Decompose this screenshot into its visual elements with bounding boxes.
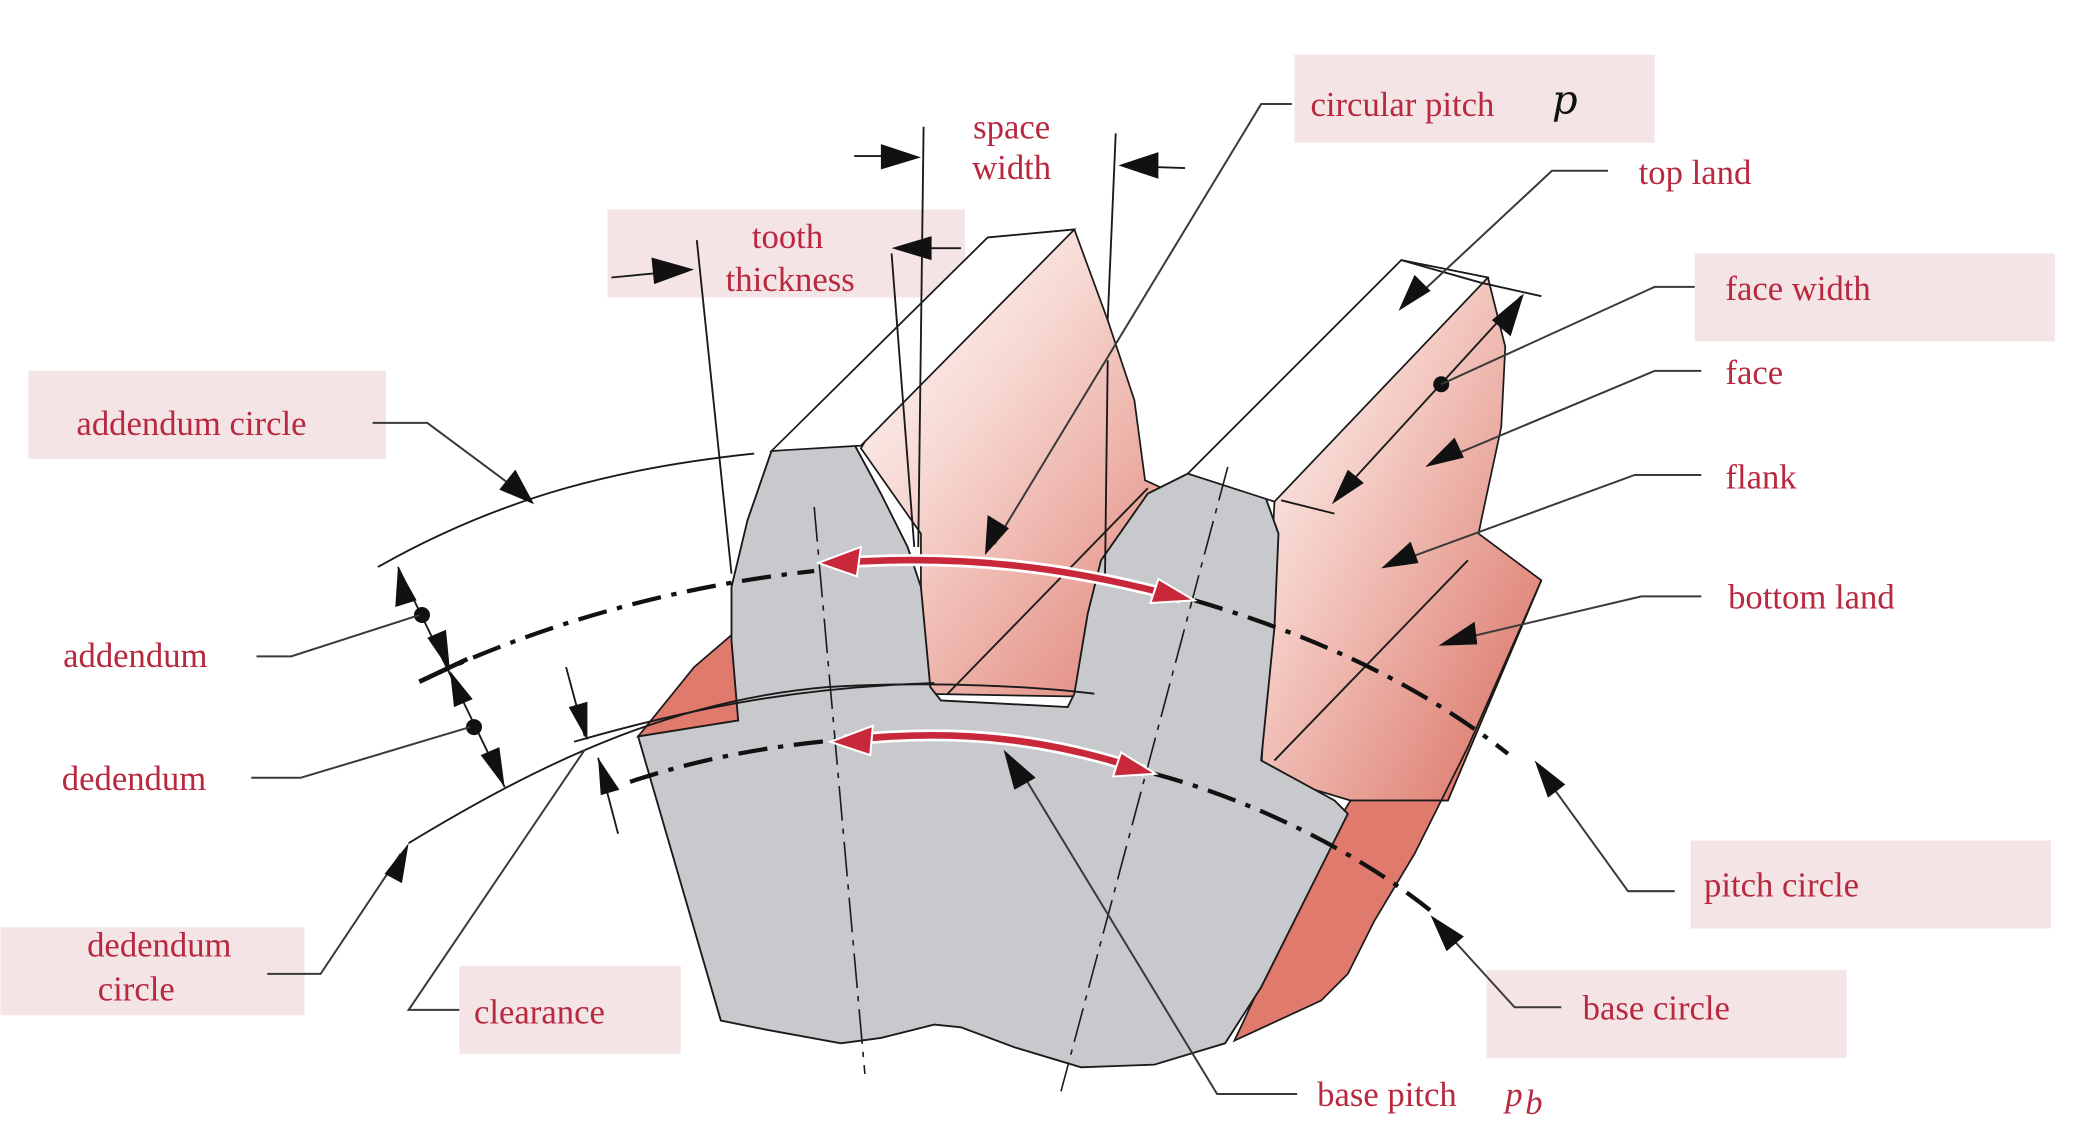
bottom-land-line-2 (1273, 559, 1469, 762)
dedendum-circle-label-box (0, 927, 305, 1016)
clearance-leader (406, 749, 586, 1011)
face-label: face (1725, 353, 1783, 392)
space-width-ext-right (1106, 133, 1117, 321)
clearance-label-box (459, 965, 681, 1054)
arrowhead (1118, 152, 1159, 179)
arrowhead (1430, 915, 1464, 952)
base-circle-left (629, 738, 835, 784)
top-land-label: top land (1639, 153, 1752, 192)
flank-line (1104, 360, 1109, 574)
addendum-circle-leader (372, 421, 532, 502)
top-land-1 (769, 228, 1077, 452)
dedendum-circle-label-line2: circle (98, 970, 175, 1009)
arrowhead (480, 747, 505, 788)
arrowhead (984, 514, 1009, 555)
dedendum-leader (251, 726, 471, 779)
dedendum-circle-arc (408, 683, 1095, 844)
arrowhead (1381, 541, 1419, 569)
pitch-circle-left (421, 568, 815, 683)
base-pitch-subscript: b (1525, 1083, 1542, 1122)
arrowhead (427, 629, 450, 672)
pitch-circle-label: pitch circle (1704, 866, 1859, 905)
base-pitch-arrow (844, 731, 1147, 775)
clearance-arc (573, 682, 935, 743)
base-pitch-label: base pitch (1317, 1075, 1457, 1114)
top-land-2 (1186, 259, 1490, 503)
arrowhead (449, 671, 473, 708)
face-width-ext-bottom (1280, 499, 1335, 515)
tooth-centerline-2 (1060, 466, 1229, 1092)
arrowhead (568, 701, 588, 741)
flank-leader (1394, 473, 1702, 564)
addendum-dot (413, 607, 430, 624)
circular-pitch-arrow (833, 556, 1182, 601)
circular-pitch-label-box (1294, 54, 1655, 143)
space-width-label-line1: space (973, 108, 1050, 147)
pitch-circle-label-box (1690, 840, 2051, 929)
base-circle-label-box (1486, 969, 1847, 1058)
dedendum-circle-leader (267, 853, 402, 975)
base-circle-right (1153, 771, 1436, 916)
tooth-thickness-label-box (607, 209, 965, 298)
addendum-circle-label-box (28, 370, 386, 459)
tooth-thickness-ext-left (695, 240, 733, 574)
base-pitch-symbol: p (1502, 1075, 1522, 1114)
clearance-label: clearance (474, 992, 605, 1031)
circular-pitch-leader (993, 103, 1292, 545)
tooth-thickness-label-line2: thickness (726, 260, 855, 299)
circular-pitch-symbol: p (1552, 77, 1578, 123)
arrowhead (395, 566, 417, 608)
space-width-ext-left (917, 126, 925, 547)
base-pitch-arrowhead-left (827, 724, 875, 757)
base-circle-leader (1447, 933, 1562, 1009)
arrowhead (1003, 749, 1036, 790)
bottom-land-label: bottom land (1728, 577, 1895, 616)
tooth-centerline-1 (813, 506, 866, 1075)
arrowhead (1398, 274, 1431, 311)
bottom-land-leader (1454, 595, 1702, 642)
pitch-circle-right (1193, 598, 1510, 756)
arrowhead (651, 257, 695, 285)
base-pitch-arrowhead-right (1111, 750, 1159, 778)
pitch-tick (418, 656, 469, 684)
dedendum-label: dedendum (62, 759, 206, 798)
face-width-ext-top-2 (1481, 281, 1542, 298)
arrowhead (1534, 760, 1566, 798)
addendum-circle-label: addendum circle (76, 404, 306, 443)
arrowhead (1331, 469, 1364, 505)
face-width-ext-top (1400, 259, 1482, 284)
tooth-thickness-ext-right (890, 253, 916, 548)
base-circle-label: base circle (1583, 988, 1730, 1027)
pitch-circle-leader (1547, 779, 1675, 893)
dedendum-circle-label-line1: dedendum (87, 926, 231, 965)
face-width-dimension-line (1333, 295, 1522, 501)
arrowhead (384, 843, 409, 884)
arrowhead (1438, 621, 1478, 646)
arrowhead (880, 144, 921, 170)
base-pitch-leader (1013, 759, 1298, 1095)
bottom-land-line (946, 487, 1149, 695)
space-width-label-line2: width (972, 148, 1051, 187)
face-leader (1440, 369, 1702, 462)
flank-label: flank (1725, 457, 1797, 496)
top-land-leader (1413, 169, 1608, 300)
addendum-label: addendum (63, 636, 207, 675)
tooth-thickness-label-line1: tooth (752, 217, 823, 256)
gear-side-face (1232, 579, 1543, 1043)
face-width-label-box (1694, 253, 2055, 342)
addendum-circle-arc (377, 452, 755, 568)
arrowhead (891, 236, 932, 261)
circular-pitch-arrowhead-left (815, 545, 863, 578)
dedendum-dot (465, 719, 483, 736)
face-width-label: face width (1725, 269, 1870, 308)
arrowhead (1491, 293, 1524, 337)
face-width-leader (1440, 285, 1695, 386)
addendum-leader (256, 614, 420, 658)
arrowhead (1425, 437, 1464, 467)
arrowhead (499, 469, 535, 505)
arrowhead (598, 757, 620, 796)
circular-pitch-label: circular pitch (1310, 85, 1494, 124)
circular-pitch-arrowhead-right (1148, 577, 1198, 605)
